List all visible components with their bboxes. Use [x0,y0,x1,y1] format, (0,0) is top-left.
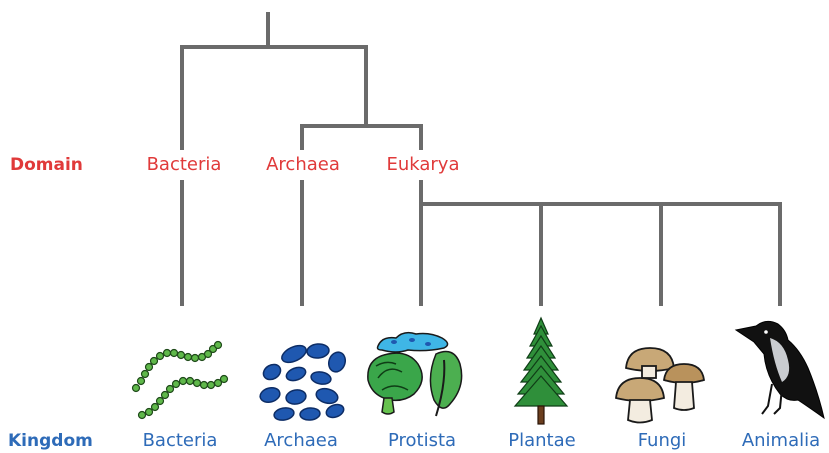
domain-label-eukarya: Eukarya [386,154,459,176]
kingdom-label-plantae: Plantae [508,430,575,452]
domain-label-archaea: Archaea [266,154,340,176]
fir-tree-icon [515,318,567,424]
archaea-cells-icon [259,342,348,421]
kingdom-row-label: Kingdom [8,430,93,452]
kingdom-label-protista: Protista [388,430,456,452]
domain-label-bacteria: Bacteria [147,154,222,176]
bacteria-chain-icon [133,342,228,419]
kingdom-label-bacteria: Bacteria [143,430,218,452]
kingdom-label-archaea: Archaea [264,430,338,452]
bird-icon [736,321,824,418]
mushroom-icon [616,348,704,423]
kingdom-label-animalia: Animalia [742,430,820,452]
protista-icon [368,333,462,416]
domain-row-label: Domain [10,154,83,176]
kingdom-label-fungi: Fungi [638,430,687,452]
